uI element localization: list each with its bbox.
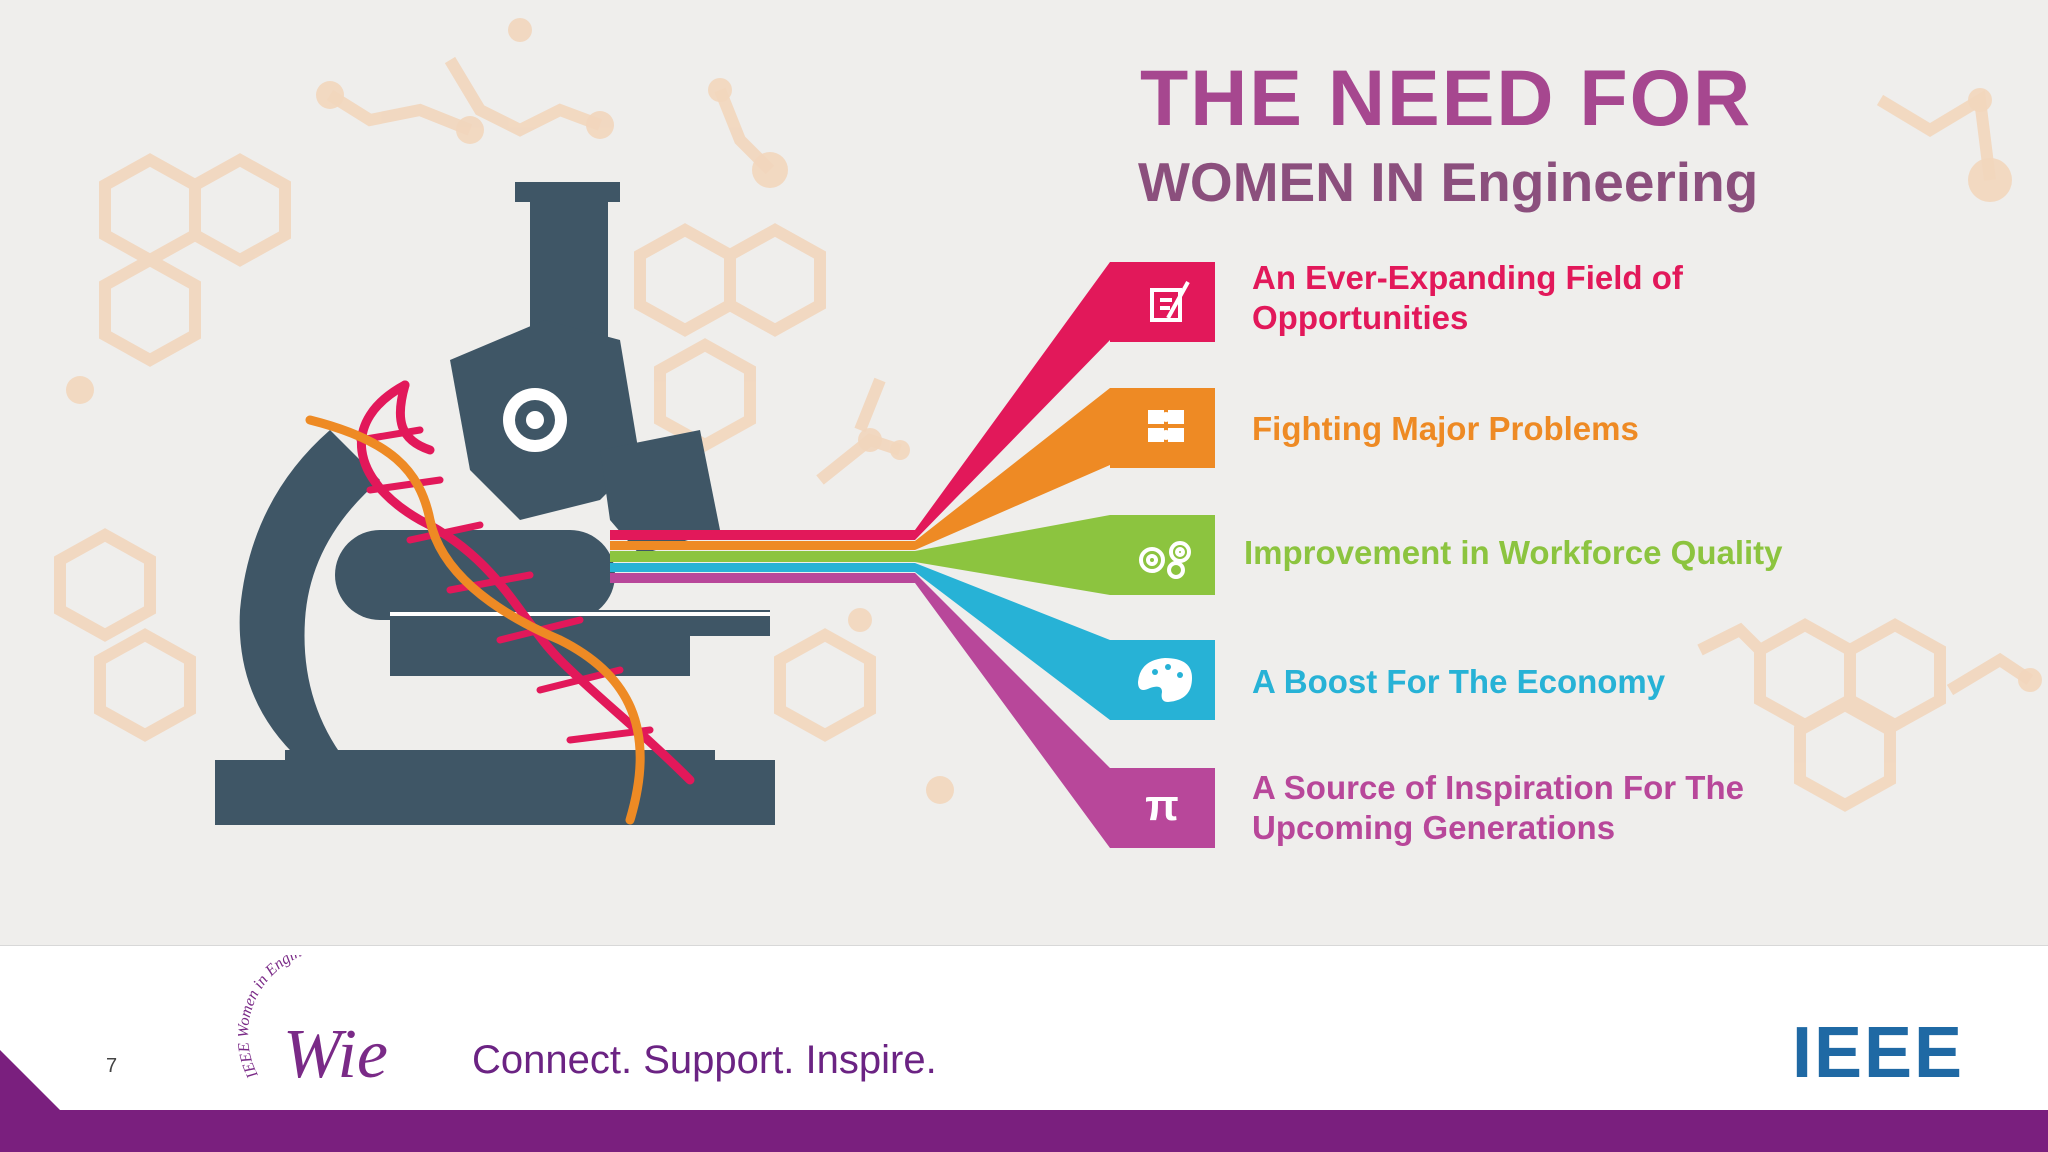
item-expanding-field: An Ever-Expanding Field of Opportunities bbox=[1252, 258, 1683, 338]
puzzle-icon bbox=[1148, 410, 1184, 442]
infographic: THE NEED FOR WOMEN IN Engineering An Eve… bbox=[0, 0, 2048, 945]
item-boost-economy: A Boost For The Economy bbox=[1252, 662, 1665, 702]
dna-helix bbox=[305, 380, 695, 825]
molecule-nodes bbox=[66, 18, 2042, 804]
item-label-line1: A Source of Inspiration For The bbox=[1252, 769, 1744, 806]
item-source-inspiration: A Source of Inspiration For The Upcoming… bbox=[1252, 768, 1744, 848]
tagline: Connect. Support. Inspire. bbox=[472, 1038, 937, 1082]
light-beams bbox=[610, 262, 1110, 848]
infographic-graphics bbox=[54, 18, 2042, 848]
item-fighting-problems: Fighting Major Problems bbox=[1252, 409, 1639, 449]
item-label-line1: Fighting Major Problems bbox=[1252, 410, 1639, 447]
item-workforce-quality: Improvement in Workforce Quality bbox=[1244, 533, 1783, 573]
ieee-logo: IEEE bbox=[1792, 1013, 1965, 1093]
gears-icon bbox=[1139, 541, 1191, 579]
slide-title: THE NEED FOR bbox=[1140, 53, 1753, 142]
item-label-line1: An Ever-Expanding Field of bbox=[1252, 259, 1683, 296]
footer-bar bbox=[0, 1110, 2048, 1152]
item-label-line1: Improvement in Workforce Quality bbox=[1244, 534, 1783, 571]
footer-corner-triangle bbox=[0, 1050, 60, 1110]
item-label-line2: Upcoming Generations bbox=[1252, 809, 1616, 846]
edit-document-icon bbox=[1150, 281, 1190, 322]
microscope bbox=[215, 182, 775, 825]
wie-logo-arc: IEEE Women in Engineering Wie bbox=[235, 937, 388, 1093]
molecule-pattern bbox=[54, 56, 2034, 812]
wie-logo: IEEE Women in Engineering Wie bbox=[235, 937, 418, 1093]
item-label-line2: Opportunities bbox=[1252, 299, 1469, 336]
slide-subtitle: WOMEN IN Engineering bbox=[1138, 151, 1759, 213]
palette-icon bbox=[1138, 658, 1192, 702]
wie-logo-mark: Wie bbox=[283, 1016, 388, 1085]
pi-icon: π bbox=[1145, 781, 1179, 830]
page-number: 7 bbox=[106, 1055, 118, 1077]
item-label-line1: A Boost For The Economy bbox=[1252, 663, 1666, 700]
